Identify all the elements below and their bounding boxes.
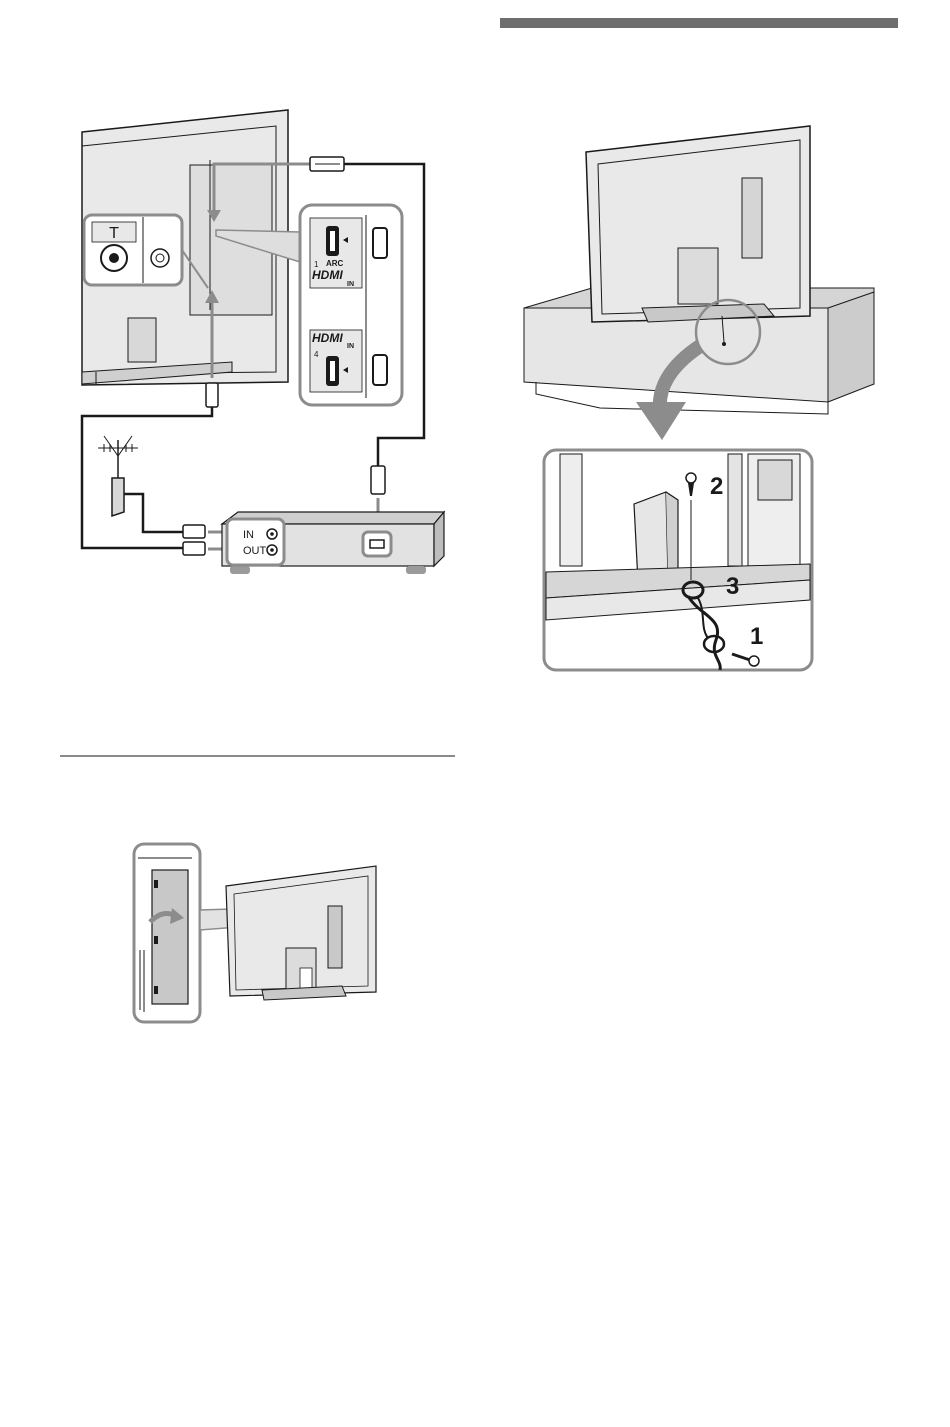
hdmi1-logo: HDMI [312,268,343,282]
step-3-label: 3 [726,573,739,600]
section-header-bar [500,18,898,28]
cable-tie-detail: 2 3 1 [544,450,812,670]
settop-in-label: IN [243,529,254,541]
settop-box: IN OUT [222,512,444,574]
stand-fixing-diagram: 2 3 1 [510,120,890,680]
zoom-arrow [636,402,686,440]
hdmi1-in-label: IN [347,281,354,288]
connection-diagram: T 1 ARC HDMI IN HDMI IN 4 [0,0,470,620]
step-2-label: 2 [710,473,723,500]
hdmi1-arc-label: ARC [326,259,344,268]
hdmi4-logo: HDMI [312,331,343,345]
settop-out-label: OUT [243,545,267,557]
aerial-symbol-label: T [109,225,119,242]
section-divider [60,755,455,757]
wall-socket-icon [112,478,183,532]
tv-rear-small [226,866,376,1000]
antenna-icon [98,436,138,478]
side-cover-diagram [130,840,390,1030]
hdmi4-in-label: IN [347,343,354,350]
hdmi4-number: 4 [314,350,319,359]
step-1-label: 1 [750,623,763,650]
tv-rear [586,126,810,322]
